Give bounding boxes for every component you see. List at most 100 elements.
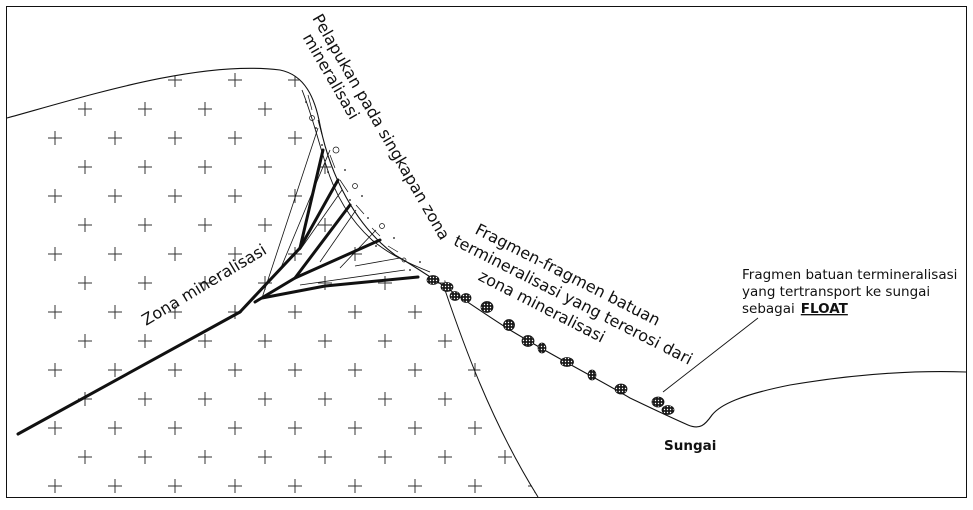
fragment [651, 396, 665, 408]
plus-mark [168, 247, 182, 261]
plus-mark [408, 479, 422, 493]
weathering-texture [307, 94, 407, 263]
plus-mark [318, 392, 332, 406]
plus-mark [288, 363, 302, 377]
plus-mark [138, 276, 152, 290]
plus-mark [498, 102, 512, 116]
label-float-word: FLOAT [801, 301, 849, 317]
plus-mark [138, 392, 152, 406]
plus-mark [318, 334, 332, 348]
plus-mark [138, 334, 152, 348]
plus-mark [288, 479, 302, 493]
plus-mark [408, 305, 422, 319]
plus-mark [288, 421, 302, 435]
plus-mark [498, 160, 512, 174]
plus-mark [468, 131, 482, 145]
label-float-line3: sebagai FLOAT [742, 301, 849, 317]
fragment [480, 301, 494, 313]
plus-mark [378, 218, 392, 232]
plus-mark [498, 334, 512, 348]
plus-mark [318, 218, 332, 232]
plus-mark [468, 421, 482, 435]
plus-mark [258, 334, 272, 348]
plus-mark [408, 131, 422, 145]
plus-mark [348, 363, 362, 377]
plus-mark [138, 450, 152, 464]
plus-mark [108, 73, 122, 87]
fragment [661, 405, 675, 415]
plus-mark [288, 305, 302, 319]
fragment [560, 357, 574, 367]
plus-mark [288, 131, 302, 145]
plus-mark [138, 160, 152, 174]
host-rock-pattern [48, 73, 538, 493]
plus-mark [108, 363, 122, 377]
label-float-prefix: sebagai [742, 301, 795, 317]
plus-mark [468, 189, 482, 203]
label-float-line2: yang tertransport ke sungai [742, 284, 930, 300]
label-pelapukan-line1: Pelapukan pada singkapan zona [309, 11, 454, 244]
plus-mark [288, 189, 302, 203]
plus-mark [108, 421, 122, 435]
fragment [426, 275, 440, 285]
plus-mark [348, 189, 362, 203]
plus-mark [168, 421, 182, 435]
plus-mark [438, 102, 452, 116]
plus-mark [378, 450, 392, 464]
label-float-line1: Fragmen batuan termineralisasi [742, 267, 957, 283]
plus-mark [378, 276, 392, 290]
plus-mark [528, 73, 538, 87]
diagram-frame [6, 6, 967, 498]
plus-mark [408, 73, 422, 87]
plus-mark [168, 305, 182, 319]
plus-mark [318, 102, 332, 116]
plus-mark [48, 247, 62, 261]
plus-mark [48, 305, 62, 319]
plus-mark [438, 334, 452, 348]
plus-mark [78, 334, 92, 348]
fragment [537, 342, 547, 354]
plus-mark [138, 102, 152, 116]
plus-mark [228, 131, 242, 145]
plus-mark [168, 479, 182, 493]
plus-mark [348, 305, 362, 319]
label-float: Fragmen batuan termineralisasi yang tert… [742, 267, 957, 317]
plus-mark [258, 392, 272, 406]
plus-mark [108, 247, 122, 261]
plus-mark [228, 421, 242, 435]
plus-mark [48, 131, 62, 145]
plus-mark [228, 479, 242, 493]
plus-mark [468, 479, 482, 493]
plus-mark [498, 392, 512, 406]
plus-mark [528, 421, 538, 435]
plus-mark [198, 334, 212, 348]
ground-surface-line [6, 67, 967, 428]
plus-mark [348, 131, 362, 145]
plus-mark [348, 421, 362, 435]
plus-mark [48, 421, 62, 435]
plus-mark [408, 363, 422, 377]
plus-mark [48, 479, 62, 493]
plus-mark [108, 189, 122, 203]
plus-mark [198, 102, 212, 116]
zone-boundary-curve [444, 289, 539, 498]
plus-mark [528, 131, 538, 145]
plus-mark [198, 276, 212, 290]
plus-mark [48, 189, 62, 203]
plus-mark [198, 392, 212, 406]
plus-mark [378, 160, 392, 174]
plus-mark [528, 479, 538, 493]
plus-mark [228, 73, 242, 87]
plus-mark [228, 247, 242, 261]
plus-mark [198, 450, 212, 464]
fragment [503, 319, 515, 331]
plus-mark [498, 450, 512, 464]
plus-mark [258, 102, 272, 116]
plus-mark [258, 218, 272, 232]
fracture-lines [261, 127, 406, 299]
plus-mark [108, 479, 122, 493]
plus-mark [378, 392, 392, 406]
mineralized-vein [16, 148, 420, 436]
